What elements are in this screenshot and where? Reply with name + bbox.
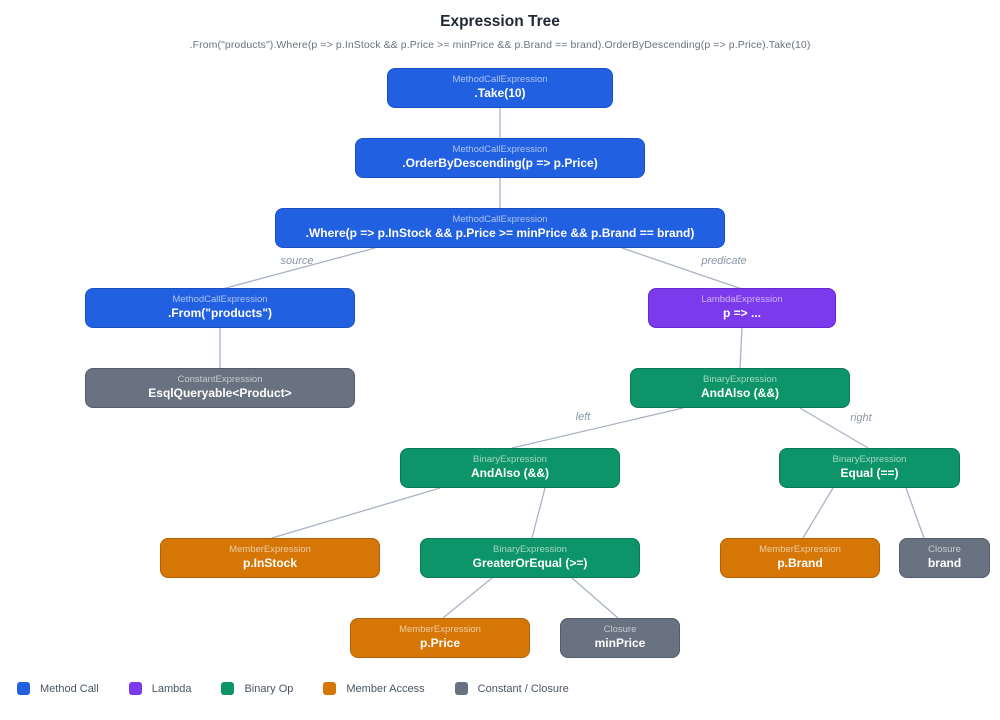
node-main-label: EsqlQueryable<Product> — [148, 386, 292, 401]
node-main-label: AndAlso (&&) — [701, 386, 779, 401]
node-type-label: BinaryExpression — [493, 544, 567, 556]
legend-swatch-icon — [17, 682, 30, 695]
edge-label-predicate: predicate — [701, 255, 747, 267]
edge-label-right: right — [850, 412, 872, 424]
legend-label: Member Access — [346, 682, 425, 695]
tree-edge-where-lambda — [621, 247, 743, 290]
node-type-label: BinaryExpression — [473, 454, 547, 466]
page-title: Expression Tree — [440, 13, 560, 30]
node-type-label: MethodCallExpression — [452, 214, 548, 226]
tree-edge-greater-minprice — [571, 577, 619, 619]
node-main-label: p.Price — [419, 636, 461, 651]
node-type-label: Closure — [928, 544, 961, 556]
node-main-label: .Take(10) — [474, 86, 526, 101]
node-main-label: minPrice — [594, 636, 646, 651]
legend-item-constant-closure: Constant / Closure — [454, 682, 569, 695]
legend-label: Method Call — [40, 682, 99, 695]
node-main-label: .From("products") — [167, 306, 273, 321]
node-type-label: MethodCallExpression — [452, 144, 548, 156]
legend-swatch-icon — [128, 682, 142, 695]
node-main-label: GreaterOrEqual (>=) — [472, 556, 588, 571]
legend: Method Call Lambda Binary Op Member Access C… — [17, 682, 569, 695]
tree-node-orderby: MethodCallExpression.OrderByDescending(p… — [355, 138, 645, 178]
node-main-label: p.InStock — [242, 556, 297, 571]
tree-edge-equal-brand — [905, 487, 925, 539]
node-main-label: .Where(p => p.InStock && p.Price >= minP… — [305, 226, 695, 241]
edge-label-source: source — [280, 255, 314, 267]
node-type-label: Closure — [603, 624, 637, 636]
node-type-label: MemberExpression — [759, 544, 841, 556]
tree-edge-equal-pbrand — [802, 487, 834, 539]
tree-edge-where-from — [221, 247, 376, 290]
node-type-label: MemberExpression — [399, 624, 481, 636]
node-main-label: AndAlso (&&) — [471, 466, 549, 481]
node-type-label: MethodCallExpression — [172, 294, 268, 306]
tree-edge-lambda-andalso1 — [739, 327, 743, 369]
tree-edge-andalso1-equal — [799, 407, 869, 449]
tree-node-from: MethodCallExpression.From("products") — [85, 288, 355, 328]
tree-node-where: MethodCallExpression.Where(p => p.InStoc… — [275, 208, 725, 248]
node-type-label: MethodCallExpression — [452, 74, 548, 86]
node-main-label: p => ... — [722, 306, 761, 321]
legend-label: Lambda — [151, 682, 192, 695]
node-type-label: BinaryExpression — [832, 454, 907, 466]
legend-item-lambda: Lambda — [128, 682, 192, 695]
node-main-label: Equal (==) — [840, 466, 899, 481]
edge-label-left: left — [575, 411, 591, 423]
legend-label: Constant / Closure — [477, 682, 569, 695]
expression-source-text: .From("products").Where(p => p.InStock &… — [189, 39, 811, 51]
legend-swatch-icon — [221, 682, 235, 695]
node-main-label: .OrderByDescending(p => p.Price) — [402, 156, 598, 171]
node-type-label: LambdaExpression — [701, 294, 783, 306]
legend-label: Binary Op — [244, 682, 294, 695]
legend-item-method-call: Method Call — [17, 682, 99, 695]
legend-swatch-icon — [454, 682, 468, 695]
tree-edge-andalso2-greater — [531, 487, 546, 539]
legend-item-member-access: Member Access — [323, 682, 425, 695]
node-type-label: ConstantExpression — [177, 374, 263, 386]
tree-node-take: MethodCallExpression.Take(10) — [387, 68, 613, 108]
node-type-label: BinaryExpression — [703, 374, 777, 386]
node-main-label: brand — [927, 556, 962, 571]
tree-edge-andalso2-instock — [271, 487, 441, 539]
legend-swatch-icon — [323, 682, 337, 695]
node-main-label: p.Brand — [777, 556, 823, 571]
legend-item-binary-op: Binary Op — [221, 682, 293, 695]
tree-edge-greater-pprice — [442, 577, 493, 619]
tree-edge-andalso1-andalso2 — [511, 407, 684, 449]
node-type-label: MemberExpression — [229, 544, 311, 556]
